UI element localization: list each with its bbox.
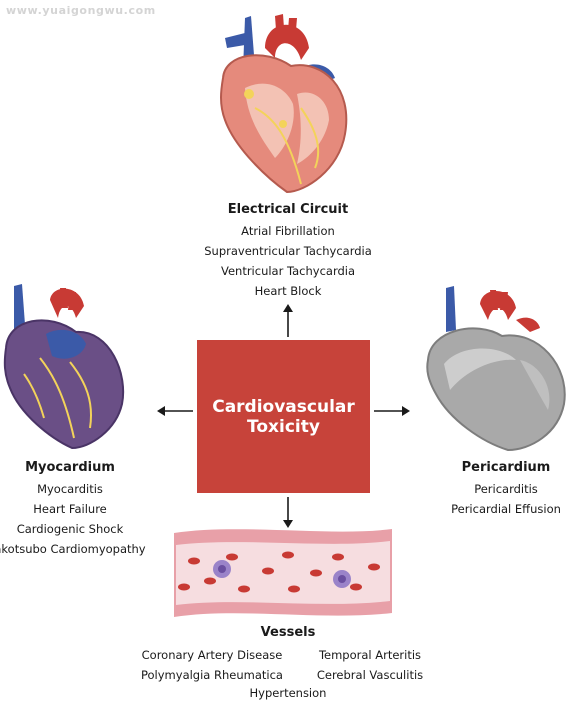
center-box: Cardiovascular Toxicity <box>197 340 370 493</box>
list-item: Heart Failure <box>33 502 107 516</box>
list-item: Supraventricular Tachycardia <box>204 244 372 258</box>
list-item: Myocarditis <box>37 482 103 496</box>
list-item: Cerebral Vasculitis <box>316 668 424 682</box>
electrical-heart-illustration <box>220 14 348 194</box>
pericardium-heart-illustration <box>426 286 566 452</box>
list-item: Heart Block <box>254 284 322 298</box>
vessels-list-left: Coronary Artery Disease Polymyalgia Rheu… <box>132 645 292 685</box>
watermark: www.yuaigongwu.com <box>6 4 156 17</box>
arrow-down <box>283 497 293 528</box>
list-item: Ventricular Tachycardia <box>220 264 356 278</box>
arrow-left <box>157 406 193 416</box>
pericardium-title: Pericardium <box>461 460 551 475</box>
list-item: Temporal Arteritis <box>318 648 422 662</box>
vessel-illustration <box>174 529 392 617</box>
vessels-last-item: Hypertension <box>249 686 327 700</box>
myocardium-list: Myocarditis Heart Failure Cardiogenic Sh… <box>0 479 170 559</box>
vessels-list-right: Temporal Arteritis Cerebral Vasculitis <box>300 645 440 685</box>
list-item: Pericarditis <box>474 482 538 496</box>
electrical-circuit-list: Atrial Fibrillation Supraventricular Tac… <box>168 221 408 301</box>
list-item: Pericardial Effusion <box>451 502 561 516</box>
list-item: Cardiogenic Shock <box>16 522 124 536</box>
electrical-circuit-title: Electrical Circuit <box>227 202 349 217</box>
list-item: akotsubo Cardiomyopathy <box>0 542 146 556</box>
myocardium-heart-illustration <box>3 284 125 450</box>
pericardium-list: Pericarditis Pericardial Effusion <box>436 479 576 519</box>
arrow-right <box>374 406 410 416</box>
list-item: Polymyalgia Rheumatica <box>141 668 283 682</box>
vessels-title: Vessels <box>260 625 316 640</box>
list-item: Coronary Artery Disease <box>141 648 283 662</box>
myocardium-title: Myocardium <box>25 460 115 475</box>
arrow-up <box>283 304 293 337</box>
list-item: Atrial Fibrillation <box>241 224 335 238</box>
center-label: Cardiovascular Toxicity <box>212 396 355 437</box>
